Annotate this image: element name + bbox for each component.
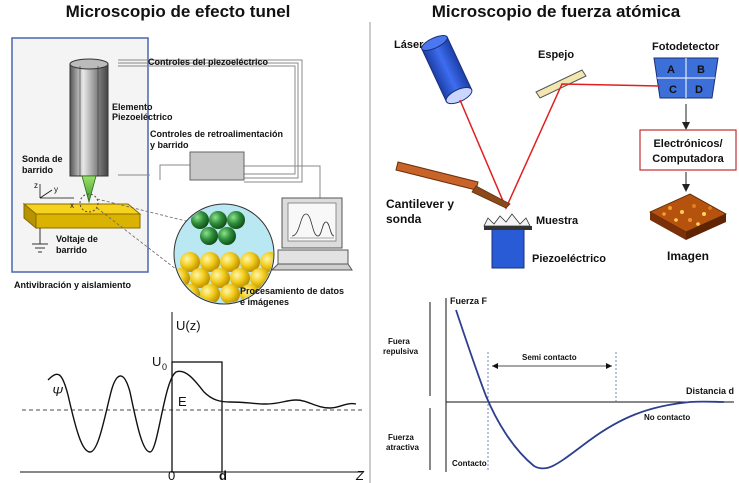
force-label: Fuerza F — [450, 296, 488, 306]
tunnel-plot: U(z) U 0 E Ψ 0 d Z — [20, 312, 365, 483]
axis-y-label: y — [54, 185, 58, 194]
x-origin-label: 0 — [168, 468, 175, 483]
force-curve — [455, 309, 725, 470]
psi-label: Ψ — [52, 384, 63, 399]
vibration-label: Antivibración y aislamiento — [14, 280, 132, 290]
cantilever-label-1: Cantilever y — [386, 197, 454, 211]
contact-label: Contacto — [452, 459, 487, 468]
feedback-label-2: y barrido — [150, 140, 189, 150]
no-contact-label: No contacto — [644, 413, 690, 422]
bias-label-2: barrido — [56, 245, 88, 255]
distance-label: Distancia d — [686, 386, 734, 396]
piezo-cylinder — [69, 63, 109, 177]
wavefunction — [47, 370, 357, 453]
bias-label-1: Voltaje de — [56, 234, 98, 244]
image-label: Imagen — [667, 249, 709, 263]
laser-body — [421, 35, 473, 105]
cantilever — [395, 161, 479, 191]
photodetector — [653, 57, 719, 99]
afm-diagram: A B C D — [386, 35, 737, 269]
mirror-label: Espejo — [538, 49, 574, 61]
quadrant-b: B — [697, 64, 705, 76]
potential-barrier — [171, 361, 223, 473]
barrier-subscript: 0 — [162, 362, 167, 372]
electronics-label-1: Electrónicos/ — [653, 138, 722, 150]
repulsive-label-1: Fuera — [388, 337, 410, 346]
photodetector-label: Fotodetector — [652, 41, 720, 53]
force-plot: Fuerza F Distancia d Fuera repulsiva Fue… — [383, 296, 734, 472]
electronics-box — [639, 129, 737, 171]
processing-label-1: Procesamiento de datos — [240, 286, 344, 296]
computer — [270, 197, 353, 271]
stm-diagram: z y x — [11, 37, 353, 307]
repulsive-label-2: repulsiva — [383, 347, 419, 356]
cantilever-label-2: sonda — [386, 212, 422, 226]
axis-z-label: z — [34, 181, 38, 190]
probe-tip — [81, 175, 97, 204]
piezo-controls-label: Controles del piezoeléctrico — [148, 57, 269, 67]
laser-beam — [459, 83, 661, 210]
attractive-label-1: Fuerza — [388, 433, 414, 442]
probe-label-1: Sonda de — [22, 154, 63, 164]
afm-piezo-label: Piezoeléctrico — [532, 253, 606, 265]
laser-label: Láser — [394, 39, 424, 51]
element-label-2: Piezoeléctrico — [112, 112, 173, 122]
sample-label: Muestra — [536, 215, 579, 227]
quadrant-d: D — [695, 84, 703, 96]
afm-title: Microscopio de fuerza atómica — [432, 2, 681, 21]
attractive-label-2: atractiva — [386, 443, 419, 452]
afm-surface-image — [649, 193, 727, 240]
electronics-label-2: Computadora — [652, 153, 724, 165]
processing-label-2: e imágenes — [240, 297, 289, 307]
sample — [483, 213, 531, 227]
energy-label: E — [178, 394, 187, 409]
x-width-label: d — [219, 468, 227, 483]
feedback-wire — [244, 165, 321, 200]
feedback-label-1: Controles de retroalimentación — [150, 129, 283, 139]
quadrant-a: A — [667, 64, 675, 76]
uz-label: U(z) — [176, 318, 201, 333]
semi-contact-label: Semi contacto — [522, 353, 577, 362]
element-label-1: Elemento — [112, 102, 153, 112]
atomic-zoom — [173, 203, 275, 305]
feedback-box — [189, 151, 245, 181]
quadrant-c: C — [669, 84, 677, 96]
afm-piezo — [491, 227, 525, 269]
piezo-control-wire — [118, 59, 303, 183]
z-axis-label: Z — [355, 468, 365, 483]
axis-x-label: x — [70, 201, 74, 210]
stm-title: Microscopio de efecto tunel — [66, 2, 291, 21]
barrier-label: U — [152, 354, 161, 369]
voltage-source — [32, 228, 48, 253]
mirror — [535, 69, 587, 99]
probe-label-2: barrido — [22, 165, 54, 175]
